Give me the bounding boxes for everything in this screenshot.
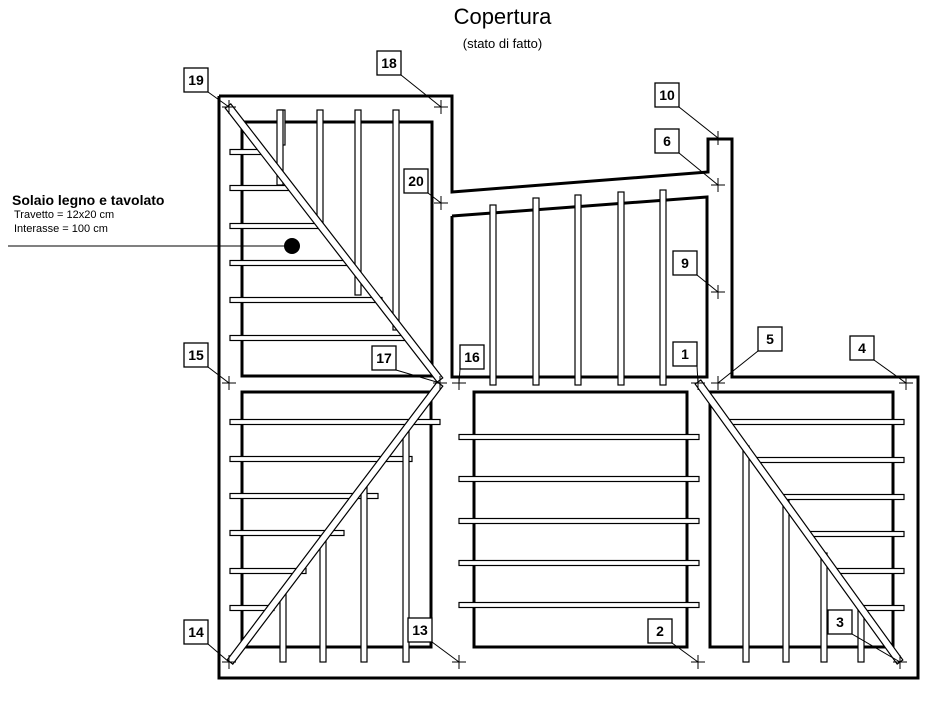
- joist-vertical: [820, 552, 828, 663]
- point-leader-20: [427, 192, 442, 204]
- legend-title: Solaio legno e tavolato: [12, 192, 165, 208]
- point-label-box-4: [849, 335, 875, 361]
- joist-horizontal: [229, 455, 413, 463]
- joist-vertical: [659, 189, 667, 386]
- point-leader-19: [207, 91, 230, 108]
- point-label-box-14: [183, 619, 209, 645]
- joist-vertical: [392, 109, 400, 331]
- joist-horizontal: [229, 184, 293, 192]
- point-label-15: 15: [188, 347, 204, 363]
- joist-horizontal: [229, 222, 323, 230]
- point-label-1: 1: [681, 346, 689, 362]
- joist-horizontal: [229, 529, 345, 537]
- point-label-5: 5: [766, 331, 774, 347]
- drawing-subtitle: (stato di fatto): [462, 36, 543, 51]
- point-label-9: 9: [681, 255, 689, 271]
- point-label-20: 20: [408, 173, 424, 189]
- outer-perimeter: [217, 94, 920, 680]
- joist-horizontal: [726, 418, 905, 426]
- point-label-19: 19: [188, 72, 204, 88]
- point-label-box-3: [827, 609, 853, 635]
- joist-horizontal: [458, 433, 700, 441]
- point-leader-10: [678, 106, 719, 139]
- floor-legend: Solaio legno e tavolato Travetto = 12x20…: [12, 192, 164, 236]
- joist-horizontal: [229, 296, 383, 304]
- joist-vertical: [316, 109, 324, 229]
- point-label-13: 13: [412, 622, 428, 638]
- point-label-6: 6: [663, 133, 671, 149]
- joist-horizontal: [458, 475, 700, 483]
- joist-horizontal: [229, 334, 411, 342]
- point-leader-15: [207, 366, 230, 384]
- joist-horizontal: [229, 259, 351, 267]
- point-label-18: 18: [381, 55, 397, 71]
- point-label-box-16: [459, 344, 485, 370]
- point-leader-1: [696, 365, 699, 384]
- joist-vertical: [354, 109, 362, 296]
- point-label-box-17: [371, 345, 397, 371]
- point-leader-5: [717, 350, 759, 384]
- legend-joist-size: Travetto = 12x20 cm: [14, 209, 115, 221]
- point-leader-3: [851, 633, 901, 663]
- joist-horizontal: [807, 530, 905, 538]
- joist-horizontal: [458, 559, 700, 567]
- hip-rafter-bottom-left: [226, 381, 444, 665]
- joist-horizontal: [229, 418, 441, 426]
- point-label-2: 2: [656, 623, 664, 639]
- legend-marker-dot: [284, 238, 300, 254]
- joist-horizontal: [779, 493, 905, 501]
- point-label-17: 17: [376, 350, 392, 366]
- point-leader-16: [458, 368, 461, 384]
- joist-vertical: [617, 191, 625, 386]
- point-leader-18: [400, 74, 442, 108]
- legend-joist-spacing: Interasse = 100 cm: [14, 223, 108, 235]
- joist-vertical: [532, 197, 540, 386]
- room-bottom-left: [240, 390, 433, 649]
- point-label-3: 3: [836, 614, 844, 630]
- point-label-box-20: [403, 168, 429, 194]
- point-leader-13: [431, 641, 460, 663]
- joist-vertical: [319, 535, 327, 663]
- joist-vertical: [489, 204, 497, 386]
- point-leader-6: [678, 152, 719, 186]
- point-leader-14: [207, 643, 230, 663]
- joist-vertical: [360, 482, 368, 663]
- point-label-box-13: [407, 617, 433, 643]
- point-leader-17: [395, 369, 441, 384]
- joist-horizontal: [229, 492, 379, 500]
- point-label-10: 10: [659, 87, 675, 103]
- joist-vertical: [782, 499, 790, 663]
- hip-rafter-bottom-right: [694, 379, 904, 665]
- joist-horizontal: [833, 567, 905, 575]
- point-label-4: 4: [858, 340, 866, 356]
- room-bottom-right: [708, 390, 895, 649]
- point-label-box-19: [183, 67, 209, 93]
- joist-horizontal: [458, 601, 700, 609]
- point-label-box-1: [672, 341, 698, 367]
- point-labels: 1 2 3 4 5 6 9 10 13 14 15 16 17 18 19 20: [183, 50, 907, 663]
- point-leader-9: [696, 274, 719, 293]
- point-label-box-15: [183, 342, 209, 368]
- point-label-box-2: [647, 618, 673, 644]
- joist-horizontal: [229, 567, 307, 575]
- joist-vertical: [742, 445, 750, 663]
- point-leader-2: [671, 642, 699, 663]
- roof-beams: [224, 103, 905, 665]
- drawing-title: Copertura: [453, 4, 552, 29]
- point-leader-4: [873, 359, 907, 384]
- point-label-14: 14: [188, 624, 204, 640]
- point-label-box-9: [672, 250, 698, 276]
- point-label-box-5: [757, 326, 783, 352]
- point-label-box-18: [376, 50, 402, 76]
- joist-horizontal: [458, 517, 700, 525]
- joist-vertical: [574, 194, 582, 386]
- point-label-box-6: [654, 128, 680, 154]
- point-label-16: 16: [464, 349, 480, 365]
- point-label-box-10: [654, 82, 680, 108]
- joist-horizontal: [751, 456, 905, 464]
